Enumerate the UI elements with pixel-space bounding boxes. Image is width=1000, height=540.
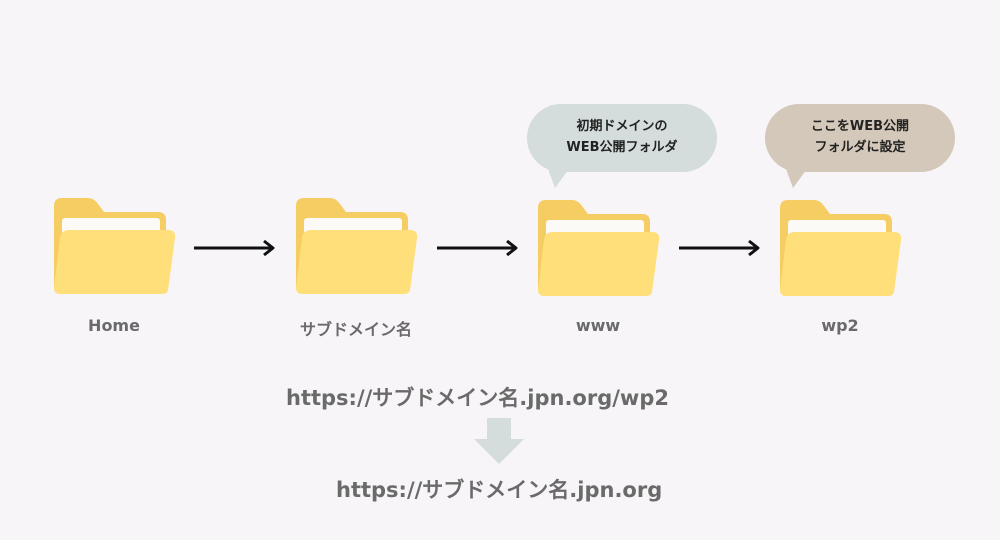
bubble-line-1: ここをWEB公開: [810, 119, 910, 135]
folder-label-wp2: wp2: [821, 316, 859, 335]
folder-subdomain[interactable]: [296, 198, 420, 298]
folder-icon: [780, 200, 902, 296]
right-arrow-icon: [435, 238, 521, 258]
speech-bubble-wp2: ここをWEB公開 フォルダに設定: [765, 104, 955, 188]
bubble-line-2: フォルダに設定: [814, 140, 906, 155]
right-arrow-icon: [192, 238, 278, 258]
url-to: https://サブドメイン名.jpn.org: [336, 478, 663, 502]
speech-bubble-tail: [547, 166, 571, 188]
folder-home[interactable]: [54, 198, 178, 298]
folder-wp2[interactable]: [780, 200, 904, 300]
right-arrow-icon: [677, 238, 763, 258]
down-arrow-icon: [472, 418, 526, 470]
speech-bubble-www: 初期ドメインの WEB公開フォルダ: [527, 104, 717, 188]
folder-icon: [54, 198, 176, 294]
folder-icon: [296, 198, 418, 294]
folder-www[interactable]: [538, 200, 662, 300]
url-from: https://サブドメイン名.jpn.org/wp2: [286, 386, 669, 410]
folder-icon: [538, 200, 660, 296]
folder-label-subdomain: サブドメイン名: [299, 320, 412, 339]
speech-bubble-tail: [785, 166, 809, 188]
folder-label-home: Home: [88, 316, 140, 335]
bubble-line-1: 初期ドメインの: [576, 119, 668, 135]
folder-label-www: www: [575, 316, 621, 335]
bubble-line-2: WEB公開フォルダ: [566, 140, 678, 155]
